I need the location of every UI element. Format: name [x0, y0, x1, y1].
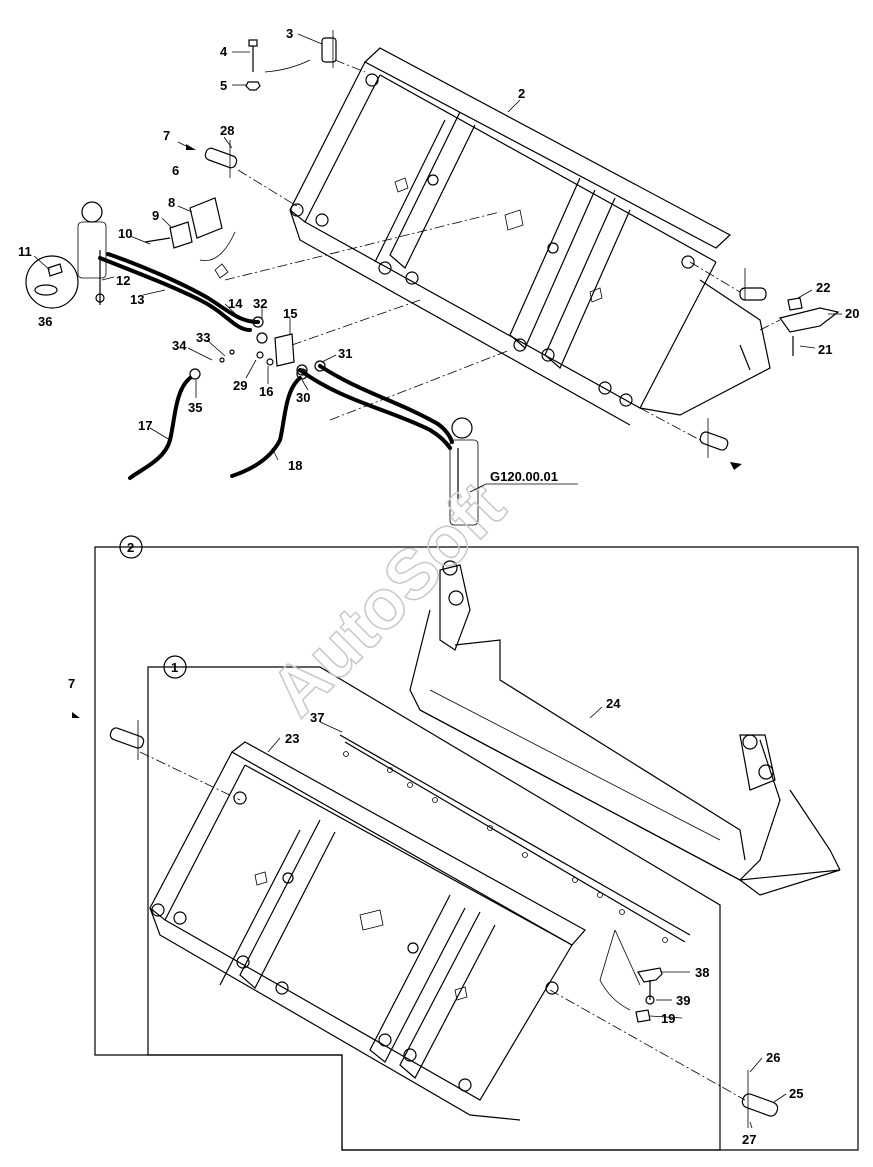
bucket-24: [409, 560, 841, 896]
hose-18: [230, 368, 308, 478]
variant-1-label: 1: [171, 660, 178, 675]
callout-24: 24: [606, 696, 621, 711]
tooth-20: [778, 297, 840, 356]
callout-32: 32: [253, 296, 267, 311]
callout-9: 9: [152, 208, 159, 223]
callout-21: 21: [818, 342, 832, 357]
variant-1-frame: [147, 655, 721, 1151]
assembly-code: G120.00.01: [490, 469, 558, 484]
callout-16: 16: [259, 384, 273, 399]
callout-38: 38: [695, 965, 709, 980]
callout-19: 19: [661, 1011, 675, 1026]
pin-25: [741, 1070, 779, 1128]
cutting-edge-37: [339, 734, 691, 943]
callout-26: 26: [766, 1050, 780, 1065]
callout-39: 39: [676, 993, 690, 1008]
callout-18: 18: [288, 458, 302, 473]
cylinder-left: [77, 201, 107, 305]
callout-35: 35: [188, 400, 202, 415]
pin-6: [186, 140, 238, 178]
callout-37: 37: [310, 710, 324, 725]
callouts: 2 3 4 5 7 28 6 8 9 10 11 12 13 14 32 15 …: [18, 26, 859, 1147]
clamp-detail: [25, 255, 79, 309]
callout-2: 2: [518, 86, 525, 101]
bolt-4: [248, 39, 258, 72]
callout-28: 28: [220, 123, 234, 138]
bucket-main: [289, 47, 771, 426]
callout-23: 23: [285, 731, 299, 746]
variant-2-frame: [94, 535, 859, 1151]
callout-7-upper: 7: [163, 128, 170, 143]
watermark: AutoSoft: [255, 467, 519, 731]
cylinder-right: [449, 417, 479, 526]
callout-6: 6: [172, 163, 179, 178]
nut-5: [245, 81, 261, 91]
callout-5: 5: [220, 78, 227, 93]
bracket-8-9: [144, 197, 223, 249]
leader-lines: [33, 33, 842, 1129]
callout-36: 36: [38, 314, 52, 329]
callout-33: 33: [196, 330, 210, 345]
pin-lower-left: [72, 712, 145, 760]
callout-25: 25: [789, 1086, 803, 1101]
callout-10: 10: [118, 226, 132, 241]
manifold-15: [219, 333, 295, 367]
callout-27: 27: [742, 1132, 756, 1147]
callout-4: 4: [220, 44, 228, 59]
pin-lower-right: [699, 418, 742, 470]
pin-3: [321, 30, 337, 68]
hose-30-31: [296, 360, 454, 450]
callout-15: 15: [283, 306, 297, 321]
callout-3: 3: [286, 26, 293, 41]
callout-11: 11: [18, 244, 32, 259]
bolt-detail-38-39-19: [599, 929, 663, 1023]
bucket-23: [149, 741, 586, 1121]
callout-29: 29: [233, 378, 247, 393]
pin-right: [739, 268, 767, 301]
callout-31: 31: [338, 346, 352, 361]
callout-12: 12: [116, 273, 130, 288]
callout-8: 8: [168, 195, 175, 210]
callout-14: 14: [228, 296, 243, 311]
callout-7-lower: 7: [68, 676, 75, 691]
hose-13-14: [98, 252, 268, 344]
callout-20: 20: [845, 306, 859, 321]
callout-30: 30: [296, 390, 310, 405]
callout-34: 34: [172, 338, 187, 353]
callout-13: 13: [130, 292, 144, 307]
variant-2-label: 2: [127, 540, 134, 555]
callout-17: 17: [138, 418, 152, 433]
callout-22: 22: [816, 280, 830, 295]
